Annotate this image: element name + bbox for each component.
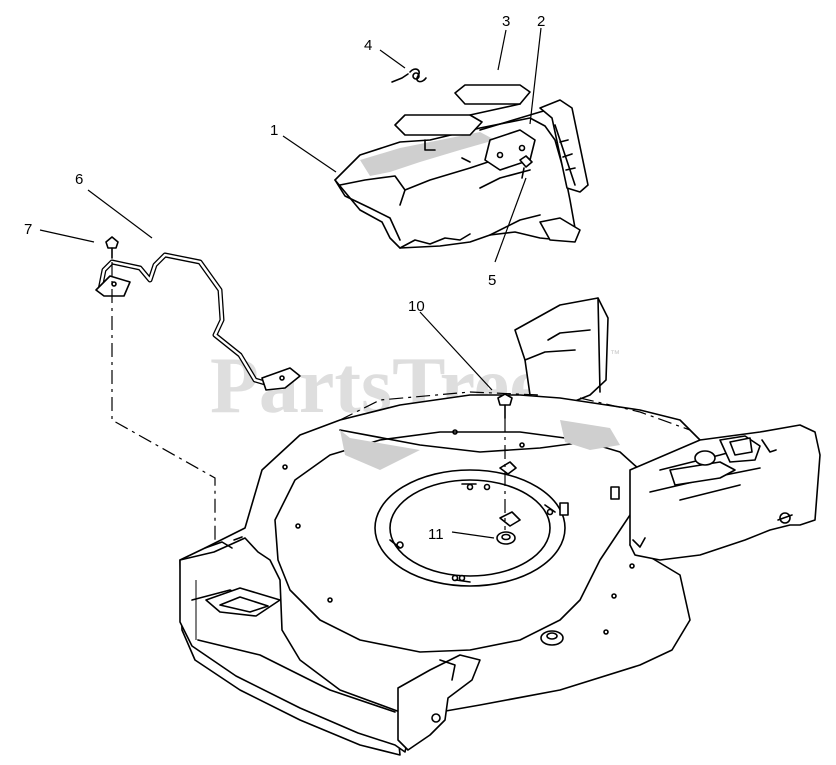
part-spring [391,68,427,83]
part-screw-7 [105,236,119,259]
callout-11: 11 [428,526,444,543]
callout-4: 4 [364,37,372,54]
deck-height-adjuster [629,424,821,561]
deck-front-wheel-bracket [397,654,481,751]
deck-wheel-post [540,630,564,646]
part-nut-11 [496,531,516,545]
part-rear-shroud-assembly [334,84,589,249]
callout-7: 7 [24,221,32,238]
part-bolt-5 [519,155,533,179]
leader-lines [39,27,542,539]
mower-deck [179,297,821,756]
deck-rear-shroud [514,297,609,409]
callout-10: 10 [408,298,425,315]
callout-5: 5 [488,272,496,289]
assembly-lines [111,262,506,545]
part-bolt-10 [497,393,513,419]
watermark-trademark: ™ [610,349,620,360]
callout-3: 3 [502,13,510,30]
callouts: 1 2 3 4 5 6 7 10 11 [24,13,545,543]
part-wire-rod [95,252,301,391]
callout-1: 1 [270,122,278,139]
deck-inner-bowl [274,431,641,653]
callout-6: 6 [75,171,83,188]
deck-inner-ring [374,469,566,587]
callout-2: 2 [537,13,545,30]
